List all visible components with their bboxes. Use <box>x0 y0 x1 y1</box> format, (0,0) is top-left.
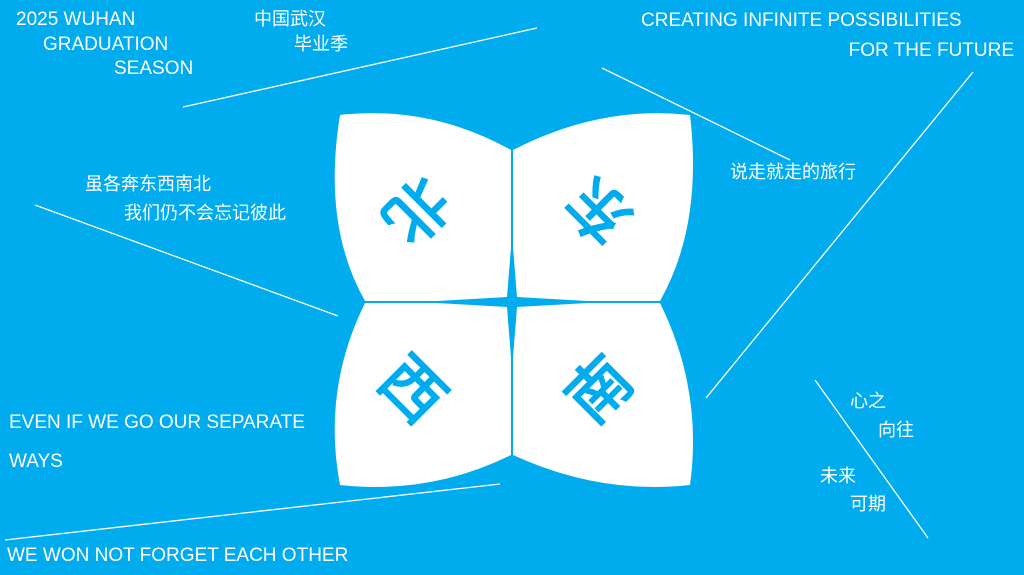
divider-line <box>34 204 339 317</box>
header-cn-line2: 毕业季 <box>294 34 348 55</box>
separate-line1: EVEN IF WE GO OUR SEPARATE <box>9 412 305 433</box>
header-right-line2: FOR THE FUTURE <box>848 40 1014 61</box>
divider-line <box>705 71 974 399</box>
petal-south <box>513 303 694 487</box>
header-left-line1: 2025 WUHAN <box>16 9 136 30</box>
divider-line <box>182 27 538 108</box>
header-left-line2: GRADUATION <box>43 34 169 55</box>
travel-text: 说走就走的旅行 <box>730 162 856 183</box>
header-right-line1: CREATING INFINITE POSSIBILITIES <box>641 10 962 31</box>
parting-line2: 我们仍不会忘记彼此 <box>124 203 286 224</box>
parting-line1: 虽各奔东西南北 <box>85 174 211 195</box>
divider-line <box>4 483 501 541</box>
header-cn-line1: 中国武汉 <box>254 9 326 30</box>
heart-line2: 向往 <box>878 420 914 441</box>
divider-line <box>601 67 791 161</box>
petal-north <box>334 113 511 301</box>
petal-west <box>334 303 511 487</box>
future-line2: 可期 <box>850 494 886 515</box>
separate-line2: WAYS <box>9 451 63 472</box>
petal-east <box>513 113 694 301</box>
star-icon <box>420 235 605 370</box>
forget-text: WE WON NOT FORGET EACH OTHER <box>7 545 349 566</box>
divider-line <box>814 379 929 539</box>
header-left-line3: SEASON <box>114 58 194 79</box>
future-line1: 未来 <box>820 466 856 487</box>
heart-line1: 心之 <box>850 391 886 412</box>
